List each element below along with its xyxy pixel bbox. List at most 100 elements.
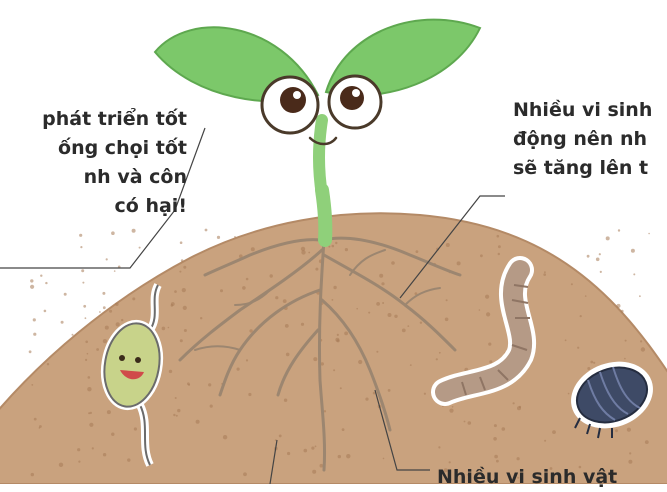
soil-speckle [82, 282, 84, 284]
soil-speckle [92, 447, 94, 449]
soil-speckle [176, 415, 178, 417]
soil-speckle [464, 421, 466, 423]
soil-speckle [312, 470, 316, 474]
soil-mound [0, 213, 667, 484]
soil-speckle [587, 367, 590, 370]
soil-speckle [134, 427, 137, 430]
soil-speckle [641, 347, 645, 351]
soil-speckle [169, 370, 172, 373]
caption-left-line-2: ống chọi tốt [42, 134, 187, 163]
soil-speckle [358, 360, 362, 364]
soil-speckle [30, 285, 34, 289]
soil-speckle [424, 393, 426, 395]
soil-speckle [449, 409, 453, 413]
soil-speckle [168, 327, 170, 329]
soil-speckle [315, 268, 318, 271]
caption-right-line-2: động nên nh [513, 125, 652, 154]
soil-speckle [301, 323, 304, 326]
soil-speckle [486, 312, 490, 316]
soil-speckle [109, 310, 112, 313]
soil-speckle [340, 387, 342, 389]
soil-speckle [111, 433, 114, 436]
soil-speckle [590, 361, 593, 364]
soil-speckle [33, 333, 36, 336]
soil-speckle [87, 387, 91, 391]
soil-speckle [285, 324, 289, 328]
soil-speckle [493, 437, 497, 441]
soil-speckle [420, 322, 422, 324]
soil-speckle [494, 455, 498, 459]
soil-speckle [498, 253, 500, 255]
soil-speckle [234, 236, 236, 238]
soil-speckle [85, 359, 87, 361]
soil-speckle [379, 274, 383, 278]
soil-speckle [33, 318, 36, 321]
soil-speckle [116, 322, 120, 326]
soil-speckle [376, 351, 378, 353]
soil-speckle [497, 235, 500, 238]
soil-speckle [517, 406, 521, 410]
caption-bottom-line-1: Nhiều vi sinh vật [437, 463, 617, 492]
soil-speckle [177, 409, 180, 412]
soil-speckle [485, 295, 489, 299]
soil-speckle [365, 398, 368, 401]
soil-speckle [205, 229, 208, 232]
soil-speckle [631, 249, 635, 253]
soil-speckle [402, 329, 406, 333]
soil-speckle [568, 393, 570, 395]
soil-speckle [311, 447, 314, 450]
soil-speckle [107, 410, 111, 414]
soil-speckle [446, 243, 450, 247]
soil-speckle [87, 353, 89, 355]
soil-speckle [544, 271, 546, 273]
soil-speckle [111, 231, 115, 235]
soil-speckle [127, 458, 130, 461]
soil-speckle [498, 245, 501, 248]
soil-speckle [287, 452, 290, 455]
soil-speckle [210, 405, 213, 408]
soil-speckle [248, 393, 251, 396]
soil-speckle [333, 286, 336, 289]
soil-speckle [480, 254, 483, 257]
soil-speckle [286, 353, 290, 357]
soil-speckle [565, 339, 567, 341]
soil-speckle [44, 310, 47, 313]
soil-speckle [174, 290, 177, 293]
soil-speckle [627, 428, 631, 432]
soil-speckle [640, 340, 642, 342]
soil-speckle [606, 236, 610, 240]
soil-speckle [217, 236, 220, 239]
soil-speckle [333, 369, 335, 371]
soil-speckle [628, 460, 632, 464]
soil-speckle [270, 274, 273, 277]
soil-speckle [208, 383, 211, 386]
soil-speckle [83, 305, 86, 308]
soil-speckle [415, 292, 418, 295]
soil-speckle [220, 289, 223, 292]
soil-speckle [368, 312, 370, 314]
soil-speckle [121, 319, 123, 321]
soil-speckle [99, 311, 101, 313]
soil-speckle [39, 427, 41, 429]
soil-speckle [617, 304, 621, 308]
soil-speckle [382, 302, 384, 304]
soil-speckle [31, 473, 34, 476]
caption-left-line-1: phát triển tốt [42, 105, 187, 134]
soil-speckle [383, 458, 385, 460]
soil-speckle [243, 472, 247, 476]
soil-speckle [625, 340, 627, 342]
soil-speckle [513, 402, 515, 404]
soil-speckle [332, 299, 334, 301]
soil-speckle [376, 302, 380, 306]
soil-speckle [593, 362, 595, 364]
soil-speckle [337, 339, 340, 342]
soil-speckle [77, 448, 80, 451]
soil-speckle [180, 339, 183, 342]
soil-speckle [173, 414, 175, 416]
soil-speckle [587, 255, 590, 258]
soil-speckle [445, 318, 449, 322]
soil-speckle [446, 299, 448, 301]
soil-speckle [78, 461, 80, 463]
soil-speckle [132, 229, 136, 233]
